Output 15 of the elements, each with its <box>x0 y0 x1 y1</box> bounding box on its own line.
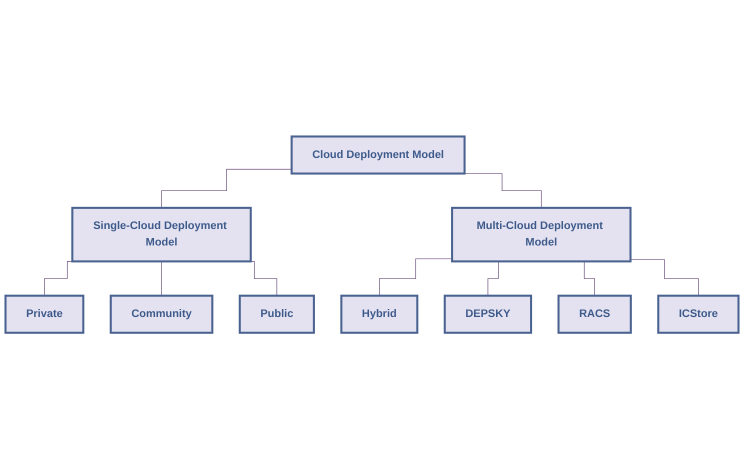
node-box: DEPSKY <box>444 295 532 334</box>
node-box: Private <box>4 295 84 334</box>
node-box: ICStore <box>657 295 740 334</box>
connector <box>462 174 542 209</box>
node-box: Multi-Cloud Deployment Model <box>451 207 632 263</box>
node-box: Public <box>238 295 315 334</box>
node-box: Hybrid <box>340 295 418 334</box>
node-box: Single-Cloud Deployment Model <box>71 207 252 263</box>
connector <box>630 260 699 296</box>
node-box: Community <box>110 295 214 334</box>
connector <box>378 258 452 296</box>
connector <box>161 261 162 296</box>
node-box: RACS <box>558 295 632 334</box>
connector <box>161 169 292 209</box>
node-box: Cloud Deployment Model <box>290 136 466 175</box>
